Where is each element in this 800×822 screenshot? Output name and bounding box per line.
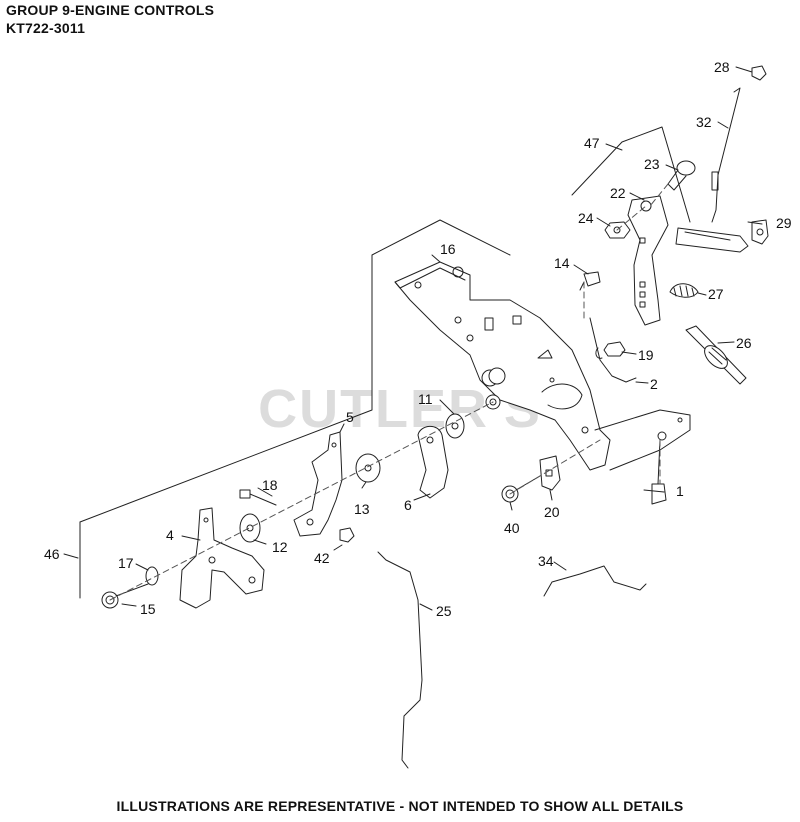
leader-line: [121, 603, 137, 607]
callout-27: 27: [708, 286, 724, 302]
leader-line: [549, 489, 553, 501]
callout-6: 6: [404, 497, 412, 513]
callout-22: 22: [610, 185, 626, 201]
callout-4: 4: [166, 527, 174, 543]
callout-25: 25: [436, 603, 452, 619]
callout-47: 47: [584, 135, 600, 151]
callout-26: 26: [736, 335, 752, 351]
main-bracket-part-16: [394, 261, 691, 471]
bolt-part-1: [651, 439, 667, 505]
leader-line: [181, 535, 201, 541]
callout-14: 14: [554, 255, 570, 271]
bolt-part-40: [501, 475, 541, 503]
leader-line: [717, 341, 735, 344]
leader-line: [135, 563, 149, 571]
lever-part-6: [417, 425, 449, 499]
leader-line: [439, 399, 455, 415]
callout-46: 46: [44, 546, 60, 562]
cable-part-32: [711, 87, 741, 223]
clip-part-20: [539, 455, 561, 491]
callout-16: 16: [440, 241, 456, 257]
nut-part-19: [603, 341, 626, 357]
washer-part-13: [355, 453, 381, 483]
leader-line: [635, 381, 649, 384]
callout-18: 18: [262, 477, 278, 493]
leader-line: [605, 143, 623, 151]
spring-rod-part-2: [589, 317, 637, 383]
callout-28: 28: [714, 59, 730, 75]
washer-part-17: [145, 566, 159, 586]
callout-34: 34: [538, 553, 554, 569]
callout-23: 23: [644, 156, 660, 172]
callout-32: 32: [696, 114, 712, 130]
axis-line: [509, 439, 601, 495]
nut-part-42: [339, 527, 355, 543]
leader-line: [257, 487, 273, 497]
axis-line: [616, 205, 647, 231]
leader-line: [643, 489, 665, 493]
group-47-outline: [571, 126, 691, 223]
callout-42: 42: [314, 550, 330, 566]
callout-19: 19: [638, 347, 654, 363]
leader-line: [573, 264, 589, 275]
leader-line: [333, 544, 343, 551]
leader-line: [431, 254, 441, 263]
callout-2: 2: [650, 376, 658, 392]
spring-part-26: [685, 325, 747, 385]
leader-line: [596, 217, 611, 227]
group-46-outline: [79, 219, 511, 523]
callout-11: 11: [418, 391, 433, 407]
leader-line: [553, 561, 567, 571]
disclaimer-footer: ILLUSTRATIONS ARE REPRESENTATIVE - NOT I…: [116, 798, 684, 814]
throttle-lever-part-22: [627, 195, 749, 326]
page-title: GROUP 9-ENGINE CONTROLS: [6, 2, 215, 18]
leader-line: [629, 192, 645, 201]
callout-40: 40: [504, 520, 520, 536]
leader-line: [413, 493, 431, 501]
leader-line: [747, 221, 763, 225]
leader-line: [697, 292, 707, 296]
leader-line: [253, 539, 267, 545]
leader-line: [509, 501, 513, 511]
leader-line: [621, 351, 637, 355]
axis-line: [649, 183, 669, 207]
leader-line: [419, 603, 433, 611]
washer-part-12: [239, 513, 261, 543]
callout-12: 12: [272, 539, 288, 555]
leader-line: [717, 121, 729, 129]
rod-part-34: [543, 565, 647, 597]
bolt-part-14: [579, 271, 601, 291]
leader-line: [665, 164, 679, 171]
clip-part-29: [751, 219, 769, 245]
knob-part-23: [667, 160, 696, 191]
rod-part-25: [377, 551, 423, 769]
callout-15: 15: [140, 601, 156, 617]
callout-13: 13: [354, 501, 370, 517]
callout-24: 24: [578, 210, 594, 226]
callout-1: 1: [676, 483, 684, 499]
bolt-part-18: [239, 489, 277, 506]
axis-line: [109, 401, 494, 601]
nut-washer-part-11: [445, 394, 501, 439]
model-number: KT722-3011: [6, 20, 86, 36]
spring-part-27: [669, 283, 699, 298]
callout-17: 17: [118, 555, 134, 571]
leader-line: [339, 423, 345, 433]
clip-part-28: [751, 65, 767, 81]
callout-29: 29: [776, 215, 792, 231]
leader-line: [63, 553, 79, 559]
leader-line: [735, 66, 753, 73]
callout-20: 20: [544, 504, 560, 520]
bracket-part-4: [179, 507, 265, 609]
callout-5: 5: [346, 409, 354, 425]
leader-line: [361, 481, 367, 489]
